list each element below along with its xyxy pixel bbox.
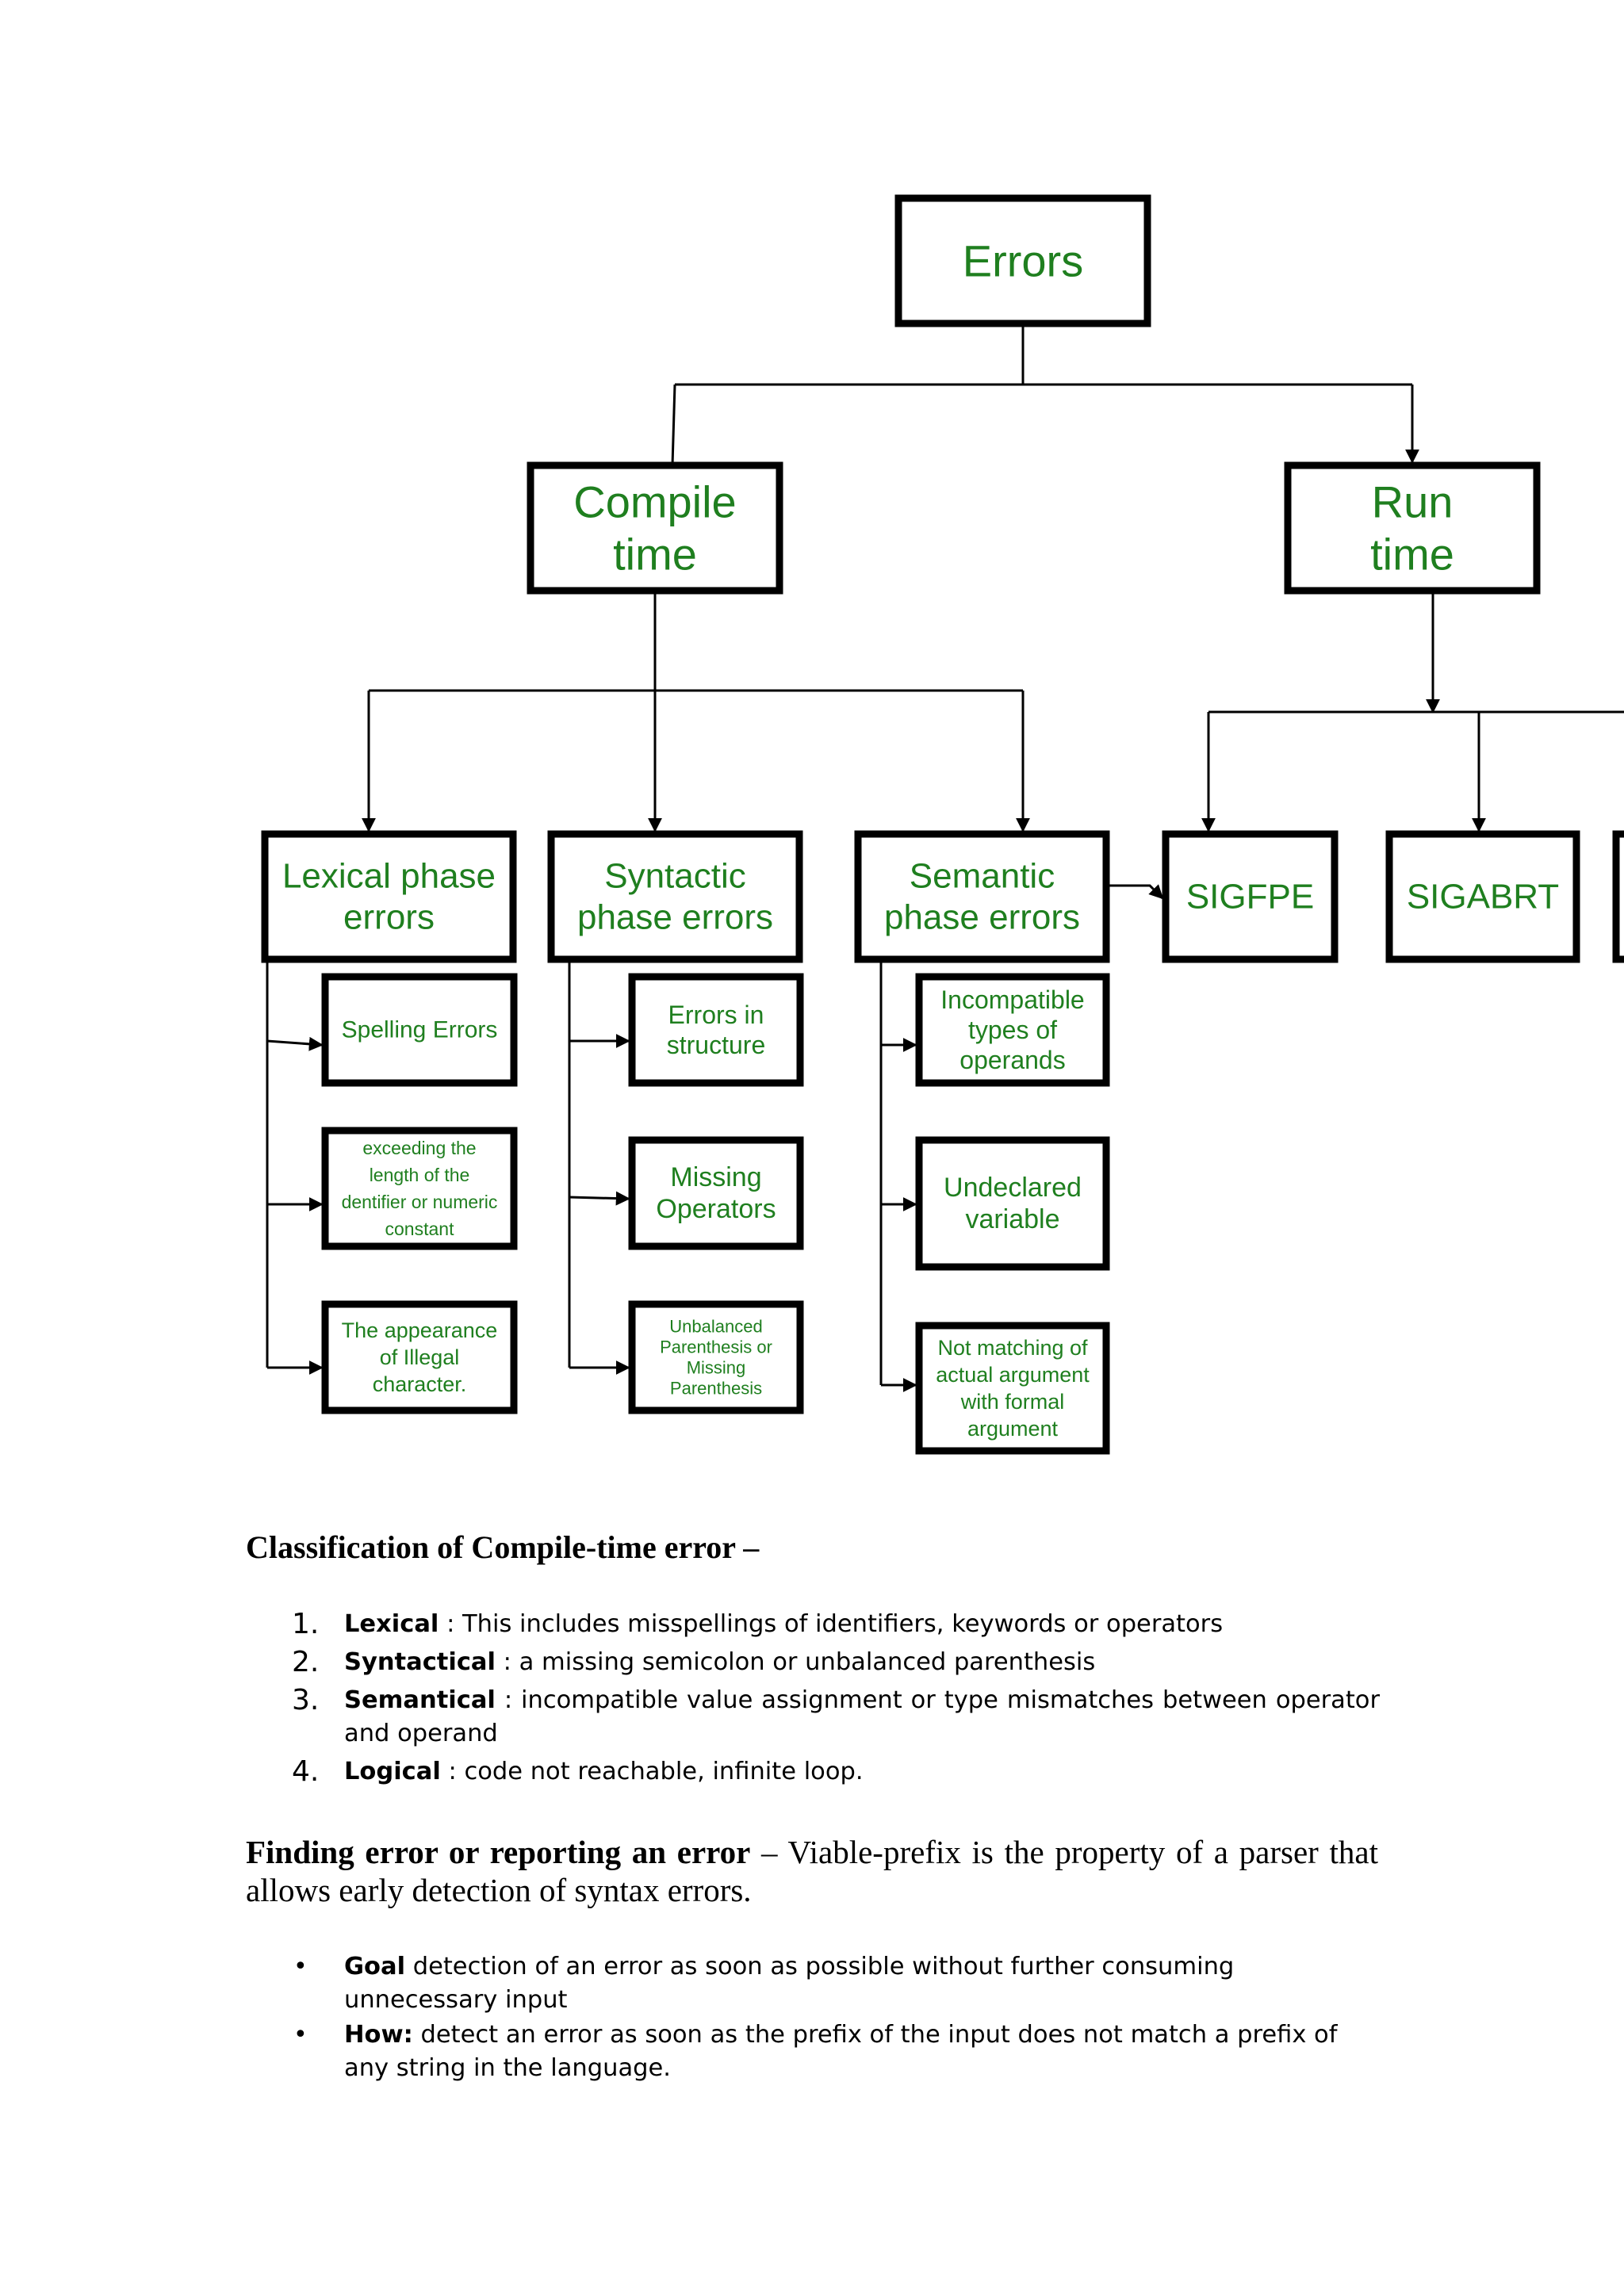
node-label: SIGABRT: [1407, 878, 1559, 916]
node-label: exceeding the: [362, 1138, 476, 1158]
node-spelling: Spelling Errors: [321, 973, 518, 1087]
node-box: [1284, 461, 1541, 595]
node-label: The appearance: [342, 1318, 498, 1342]
node-exceeding: exceeding the length of the dentifier or n…: [321, 1127, 518, 1250]
node-label: Undeclared: [944, 1173, 1082, 1203]
node-label: with formal: [960, 1390, 1065, 1414]
node-label: Missing: [670, 1162, 761, 1192]
node-label: character.: [373, 1372, 467, 1396]
connector: [569, 1191, 630, 1206]
finding-bullets: • Goal detection of an error as soon as …: [293, 1950, 1380, 2087]
node-box: [628, 1300, 804, 1414]
node-label: Incompatible: [940, 985, 1084, 1014]
node-label: Missing: [687, 1358, 746, 1378]
node-sigabrt: SIGABRT: [1385, 830, 1580, 963]
node-label: Unbalanced: [669, 1317, 762, 1337]
node-box: [321, 1300, 518, 1414]
node-box: [527, 461, 783, 595]
node-box: [628, 973, 804, 1087]
node-label: phase errors: [577, 898, 773, 937]
node-label: Not matching of: [937, 1336, 1088, 1360]
node-label: dentifier or numeric: [342, 1192, 498, 1212]
node-label: Syntactic: [604, 857, 746, 896]
node-label: constant: [385, 1219, 455, 1239]
node-label: time: [1370, 530, 1454, 580]
node-box: [321, 973, 518, 1087]
list-item: • Goal detection of an error as soon as …: [293, 1950, 1380, 2017]
node-errors: Errors: [894, 194, 1151, 327]
node-label: phase errors: [884, 898, 1080, 937]
node-box: [628, 1136, 804, 1250]
bullet-icon: •: [293, 2021, 308, 2049]
list-item: 2. Syntactical : a missing semicolon or …: [292, 1646, 1096, 1678]
node-label: Run: [1372, 477, 1454, 527]
node-label: Parenthesis: [670, 1379, 762, 1399]
list-item: 4. Logical : code not reachable, infinit…: [292, 1755, 864, 1788]
node-label: variable: [965, 1204, 1059, 1234]
node-box: [915, 973, 1110, 1087]
connector: [671, 384, 676, 466]
node-label: Lexical phase: [282, 857, 496, 896]
finding-paragraph: Finding error or reporting an error – Vi…: [246, 1834, 1379, 1908]
node-label: types of: [968, 1016, 1057, 1044]
bullet-icon: •: [293, 1953, 308, 1980]
node-sigfpe: SIGFPE: [1162, 830, 1339, 963]
list-item: 1. Lexical : This includes misspellings …: [292, 1608, 1224, 1640]
node-box: [915, 1322, 1110, 1455]
node-label: Operators: [656, 1194, 776, 1224]
node-label: length of the: [370, 1165, 470, 1185]
node-label: errors: [343, 898, 435, 937]
node-label: Semantic: [910, 857, 1055, 896]
node-box: [321, 1127, 518, 1250]
classification-heading: Classification of Compile-time error –: [246, 1529, 760, 1565]
node-label: structure: [667, 1031, 765, 1059]
connector: [1106, 884, 1164, 900]
classification-list: 1. Lexical : This includes misspellings …: [292, 1608, 1380, 1793]
node-label: operands: [959, 1046, 1065, 1074]
node-box: [547, 830, 803, 963]
node-label: argument: [967, 1417, 1059, 1441]
node-box: [1162, 830, 1339, 963]
node-box: [261, 830, 517, 963]
node-label: Errors in: [668, 1001, 764, 1029]
node-box: [1385, 830, 1580, 963]
node-cropped: [1612, 830, 1624, 963]
node-label: of Illegal: [380, 1345, 460, 1369]
node-box: [854, 830, 1110, 963]
connector: [266, 1036, 324, 1051]
node-box: [894, 194, 1151, 327]
diagram-connectors: [266, 323, 1624, 1392]
node-not-matching: Not matching of actual argument with forma…: [915, 1322, 1110, 1455]
list-item: 3. Semantical : incompatible value assig…: [292, 1684, 1380, 1747]
node-label: Spelling Errors: [342, 1017, 498, 1043]
node-illegal: The appearance of Illegal character.: [321, 1300, 518, 1414]
node-label: time: [613, 530, 697, 580]
node-label: actual argument: [936, 1363, 1090, 1387]
node-box: [915, 1136, 1110, 1271]
node-label: SIGFPE: [1186, 878, 1314, 916]
node-label: Errors: [963, 236, 1083, 286]
node-label: Compile: [573, 477, 736, 527]
node-label: Parenthesis or: [660, 1337, 772, 1357]
list-item: • How: detect an error as soon as the pr…: [293, 2019, 1380, 2085]
